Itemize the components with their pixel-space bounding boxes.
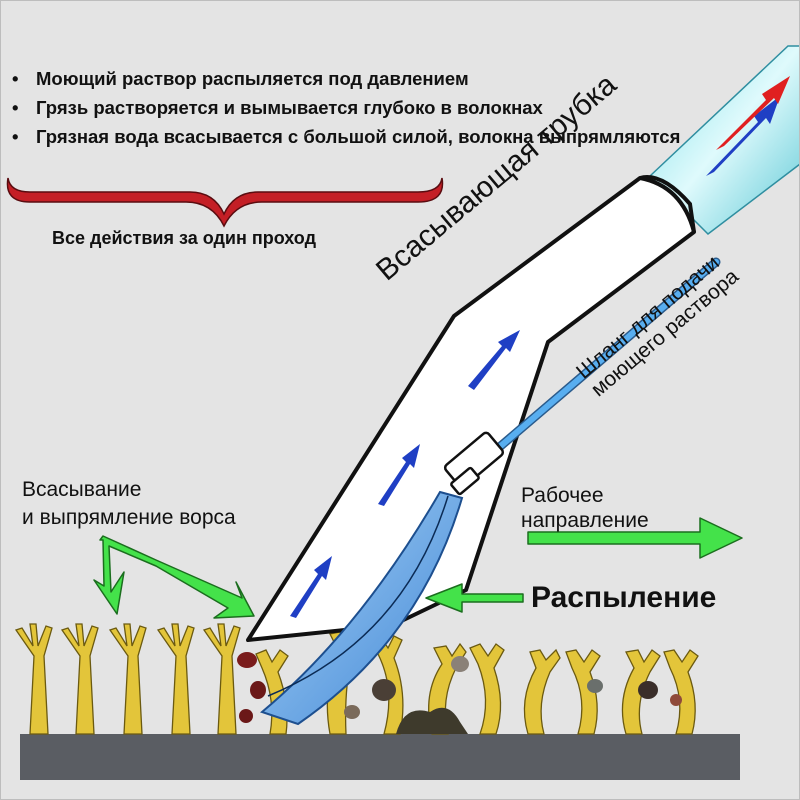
- dirt-particles: [237, 652, 682, 734]
- spray-label: Распыление: [531, 581, 717, 614]
- flow-arrow-icon: [706, 96, 780, 176]
- direction-label: Рабочее направление: [521, 483, 649, 533]
- summary-caption: Все действия за один проход: [52, 228, 316, 248]
- flow-arrow-icon: [468, 330, 520, 390]
- benefits-list: Моющий раствор распыляется под давлением…: [10, 64, 680, 151]
- flow-arrow-icon: [290, 556, 332, 618]
- direction-label-line2: направление: [521, 509, 649, 532]
- spray-jet: [259, 490, 464, 726]
- benefit-item: Моющий раствор распыляется под давлением: [10, 64, 680, 93]
- flow-arrow-icon: [378, 444, 420, 506]
- suction-flow-arrows: [290, 330, 520, 618]
- curly-brace-icon: [6, 177, 444, 228]
- supply-pipe: [648, 45, 800, 235]
- suction-label-line1: Всасывание: [22, 478, 142, 501]
- arrow-icon: [425, 583, 524, 613]
- arrow-icon: [527, 517, 743, 559]
- arrow-icon: [93, 535, 255, 619]
- direction-label-line1: Рабочее: [521, 484, 604, 507]
- solution-hose: [443, 257, 721, 496]
- suction-label: Всасывание и выпрямление ворса: [22, 476, 236, 532]
- benefit-item: Грязная вода всасывается с большой силой…: [10, 122, 680, 151]
- suction-label-line2: и выпрямление ворса: [22, 506, 236, 529]
- pointer-arrows: [93, 517, 743, 619]
- carpet-base: [20, 734, 740, 780]
- carpet-fibers-upright: [14, 623, 241, 735]
- flow-arrow-icon: [716, 76, 790, 150]
- benefit-item: Грязь растворяется и вымывается глубоко …: [10, 93, 680, 122]
